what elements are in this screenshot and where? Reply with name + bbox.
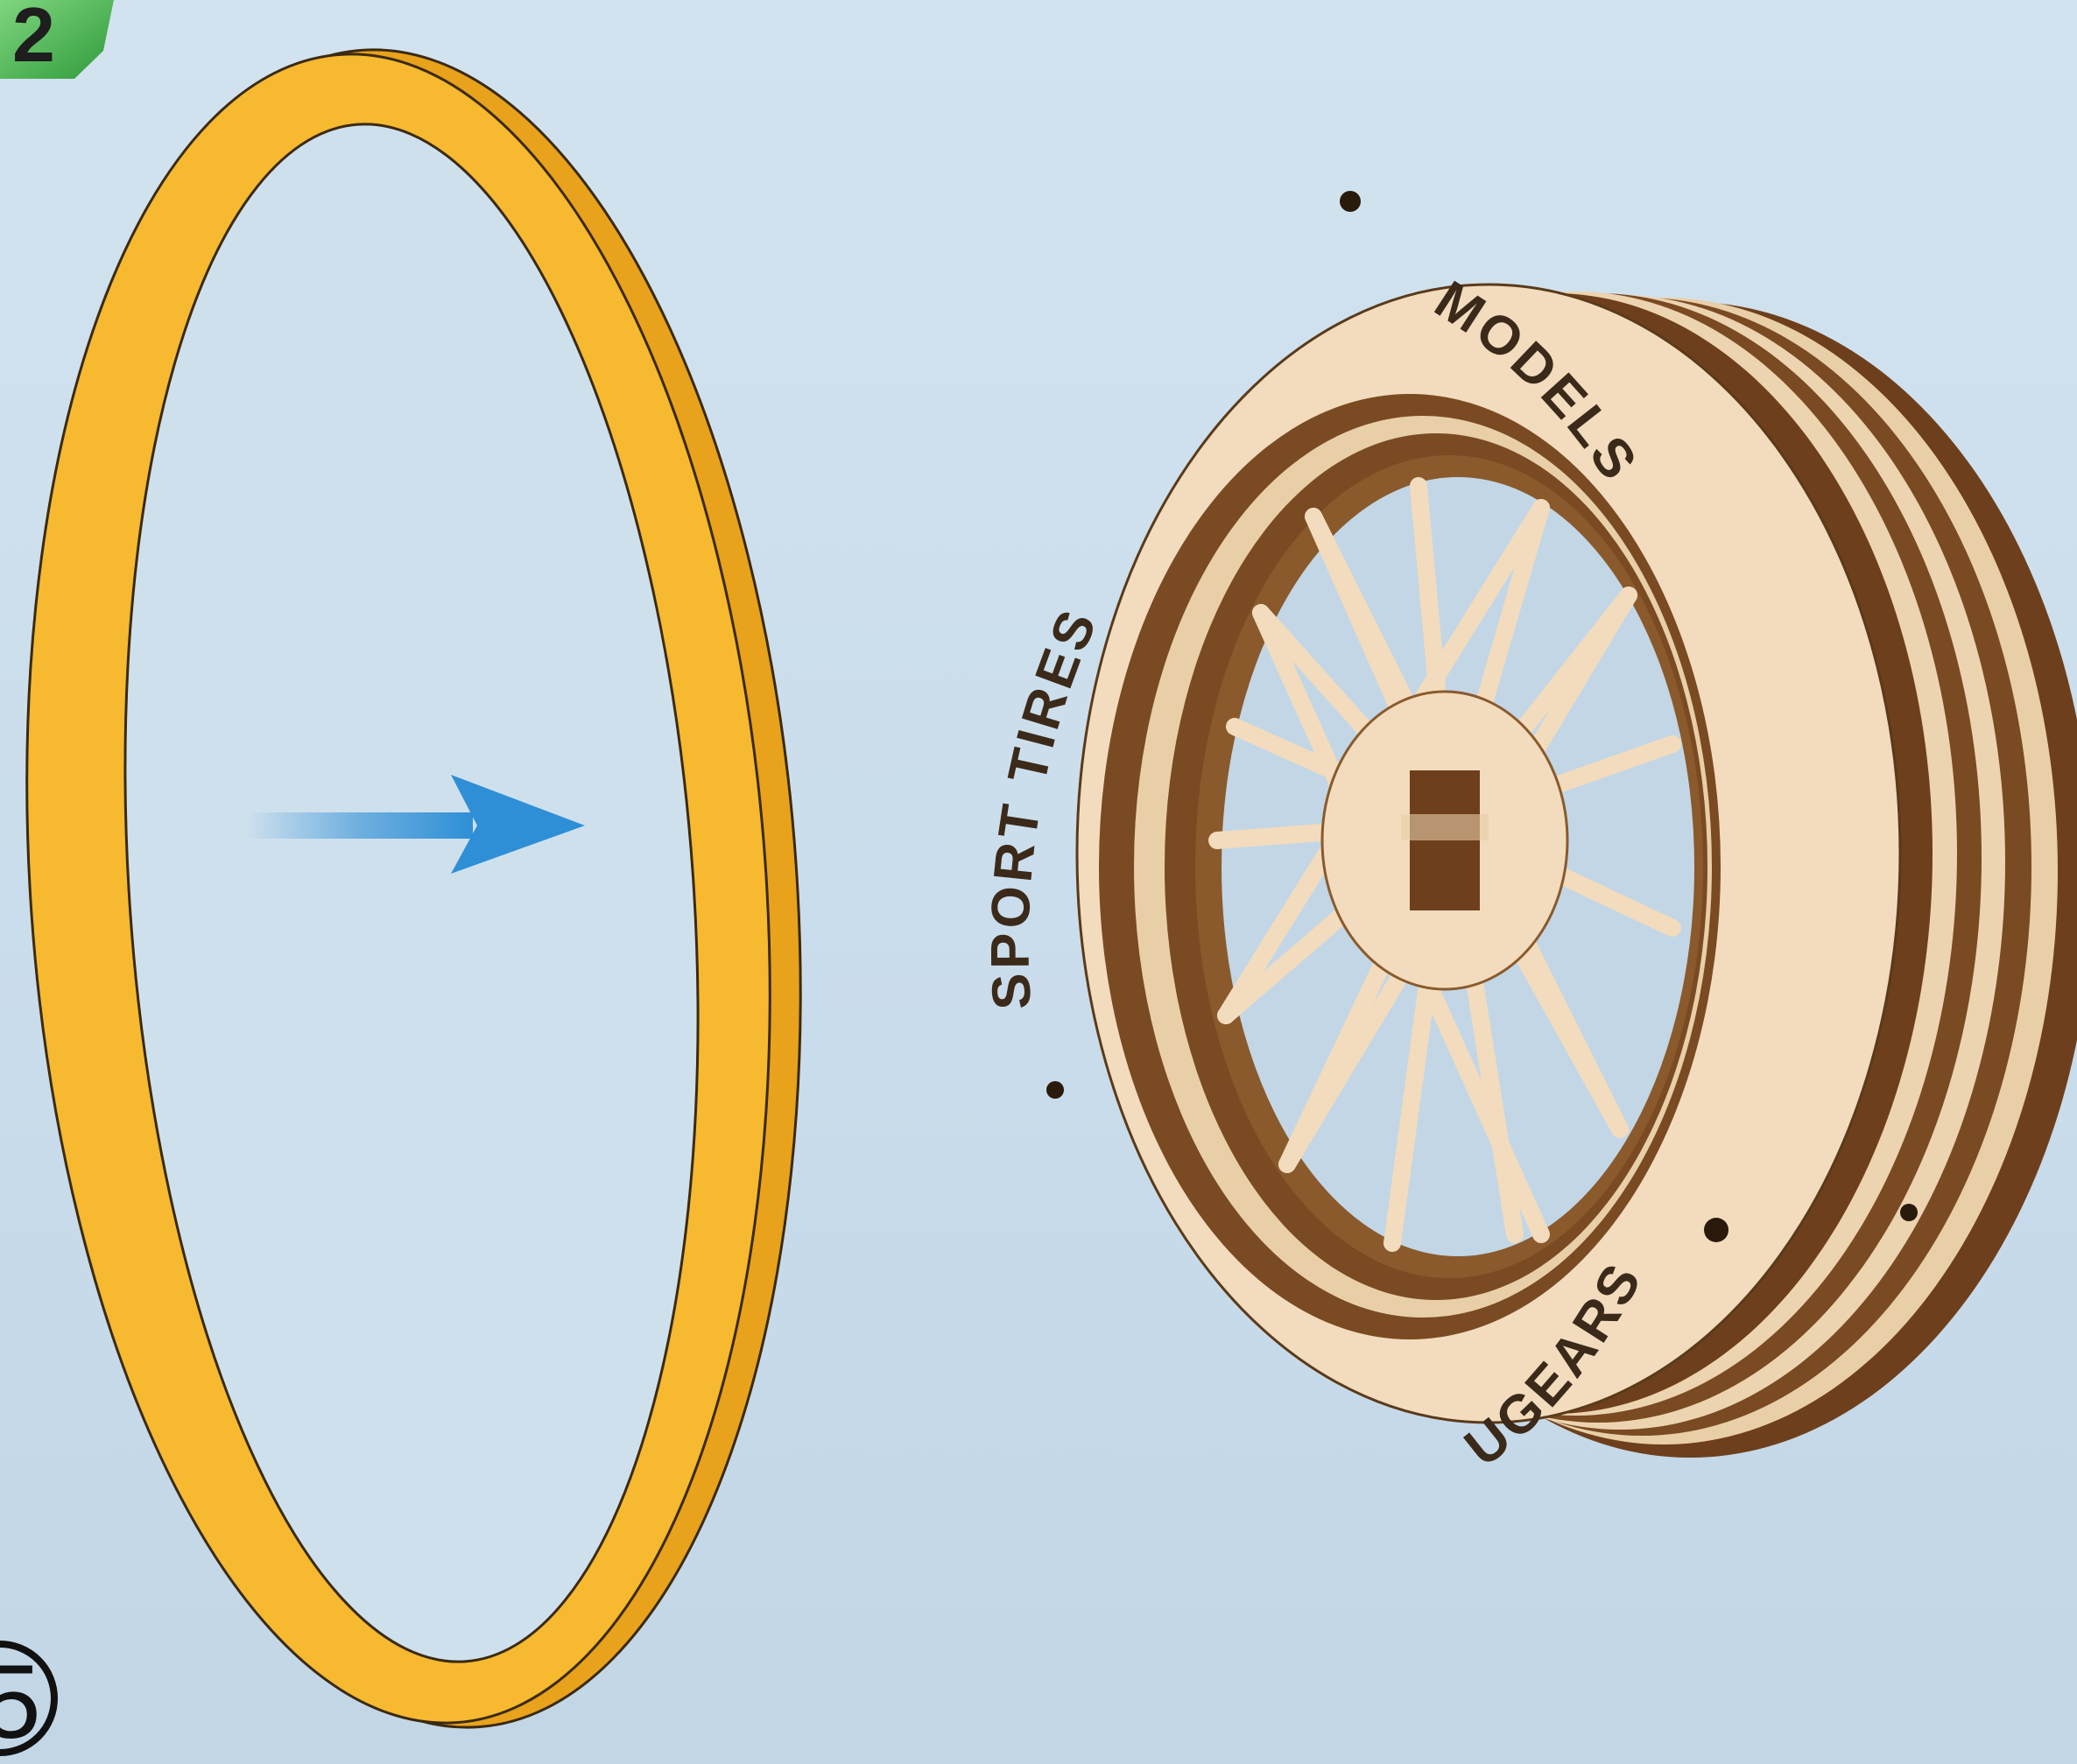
step-number: 2: [12, 0, 55, 78]
part-number-circle: 5: [0, 1643, 54, 1760]
step-badge: 2: [0, 0, 114, 79]
orange-ring: [0, 24, 855, 1753]
part-number-text: 5: [0, 1643, 41, 1760]
wooden-wheel: MODELS SPORT TIRES UGEARS: [981, 191, 2077, 1479]
